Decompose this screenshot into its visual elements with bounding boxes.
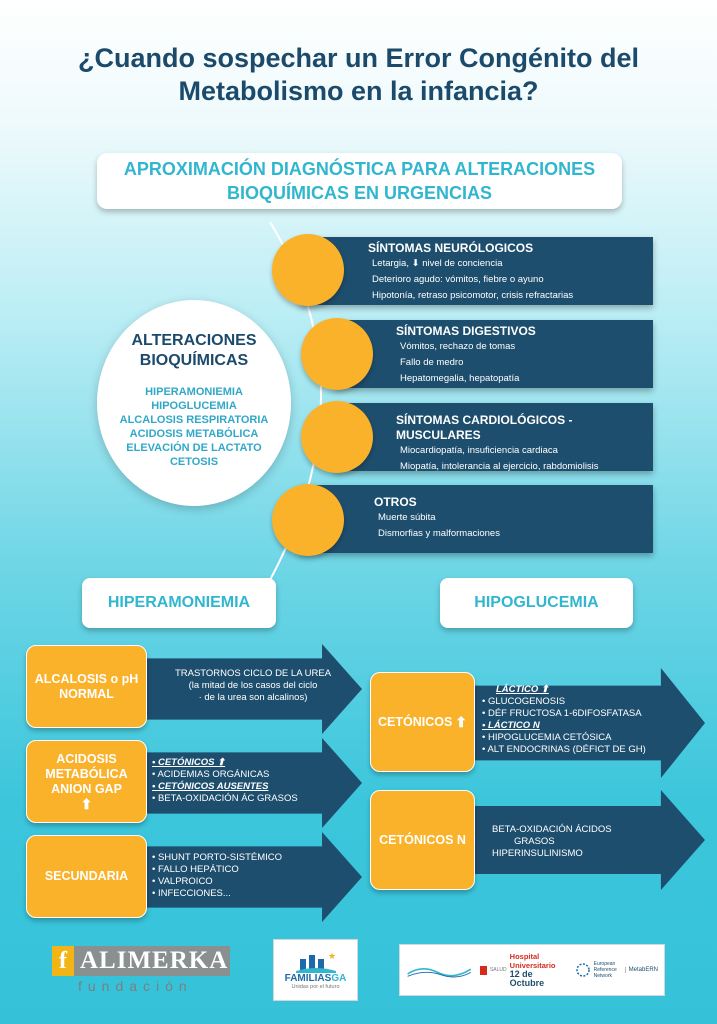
alimerka-sub: fundación [78,978,193,994]
svg-text:★: ★ [328,951,336,961]
circle-item: CETOSIS [169,456,219,468]
arrow-urea-text: TRASTORNOS CICLO DE LA UREA (la mitad de… [168,668,338,704]
arrow-cetonicos-n [460,790,705,890]
arrow-line: LÁCTICO ⬆ [496,684,549,695]
symptom-item: Muerte súbita [378,512,436,523]
familias-name: FAMILIAS [284,972,332,984]
up-arrow-icon: ⬆ [80,795,93,812]
box-label: SECUNDARIA [44,869,129,883]
symptom-item: Miocardiopatía, insuficiencia cardiaca [400,445,558,456]
symptom-box-neuro: SÍNTOMAS NEURÓLOGICOS Letargia, ⬇ nivel … [300,237,653,305]
arrow-line: DÉF FRUCTOSA 1-6DIFOSFATASA [482,708,672,720]
arrow-line: FALLO HEPÁTICO [152,864,332,876]
circle-item: ELEVACIÓN DE LACTATO [126,442,262,454]
box-secundaria: SECUNDARIA [26,835,147,918]
arrow-line: SHUNT PORTO-SISTÉMICO [152,852,332,864]
circle-list: HIPERAMONIEMIA HIPOGLUCEMIA ALCALOSIS RE… [97,385,291,469]
hospital-name-2: 12 de Octubre [509,969,545,988]
bullet-dot [301,318,373,390]
arrow-line: GRASOS [514,836,555,847]
familias-logo: ★ FAMILIASGA Unidas por el futuro [273,939,358,1001]
arrow-line: TRASTORNOS CICLO DE LA UREA [174,668,332,679]
section-header-hipoglucemia: HIPOGLUCEMIA [440,578,633,628]
arrow-line: BETA-OXIDACIÓN ÁC GRASOS [152,793,332,805]
symptom-item: Deterioro agudo: vómitos, fiebre o ayuno [372,274,544,285]
arrow-line: CETÓNICOS AUSENTES [152,781,332,793]
ern-text: European Reference Network [593,961,617,979]
symptom-title: SÍNTOMAS DIGESTIVOS [396,324,536,338]
partners-logo: SALUD Hospital Universitario 12 de Octub… [399,944,665,996]
arrow-cetonicos-text: LÁCTICO ⬆ GLUCOGENOSIS DÉF FRUCTOSA 1-6D… [482,684,672,756]
circle-item: HIPOGLUCEMIA [151,400,237,412]
arrow-line: ALT ENDOCRINAS (DÉFICT DE GH) [482,744,672,756]
alimerka-logo: f ALIMERKA fundación [52,946,230,996]
partner-graphic-icon [407,968,472,978]
symptom-item: Miopatía, intolerancia al ejercicio, rab… [400,461,599,472]
symptom-box-digestive: SÍNTOMAS DIGESTIVOS Vómitos, rechazo de … [334,320,653,388]
arrow-urea [140,644,362,734]
familias-tag: Unidas por el futuro [291,983,340,990]
hospital-name: Hospital Universitario [509,952,556,970]
arrow-cetonicos-n-text: BETA-OXIDACIÓN ÁCIDOS GRASOS HIPERINSULI… [492,824,662,860]
box-cetonicos: CETÓNICOS ⬆ [370,672,475,772]
arrow-line: HIPERINSULINISMO [492,848,583,859]
symptom-item: Hepatomegalia, hepatopatía [400,373,520,384]
symptom-item: Hipotonía, retraso psicomotor, crisis re… [372,290,574,301]
familias-suffix: GA [331,972,347,984]
symptom-item: Dismorfias y malformaciones [378,528,500,539]
familias-icon: ★ [295,951,336,973]
arrow-line: GLUCOGENOSIS [482,696,672,708]
circle-item: ACIDOSIS METABÓLICA [129,428,259,440]
subtitle-banner: APROXIMACIÓN DIAGNÓSTICA PARA ALTERACION… [97,153,622,209]
box-label: ACIDOSIS METABÓLICA ANION GAP [45,751,128,796]
box-label: ALCALOSIS o pH NORMAL [34,671,139,701]
ern-icon [575,963,590,977]
box-alcalosis: ALCALOSIS o pH NORMAL [26,645,147,728]
subtitle-text: APROXIMACIÓN DIAGNÓSTICA PARA ALTERACION… [123,159,596,203]
arrow-line: BETA-OXIDACIÓN ÁCIDOS [492,824,612,835]
symptom-box-other: OTROS Muerte súbita Dismorfias y malform… [300,485,653,553]
symptom-item: Vómitos, rechazo de tomas [400,341,516,352]
box-label: CETÓNICOS N [379,832,466,847]
circle-item: ALCALOSIS RESPIRATORIA [119,414,269,426]
symptom-title: SÍNTOMAS NEURÓLOGICOS [368,241,534,255]
biochem-circle: ALTERACIONES BIOQUÍMICAS HIPERAMONIEMIA … [97,300,291,506]
bullet-dot [272,484,344,556]
box-acidosis: ACIDOSIS METABÓLICA ANION GAP ⬆ [26,740,147,823]
hospital-prefix: SALUD [489,967,507,973]
alimerka-name: ALIMERKA [80,947,229,974]
metab-text: MetabERN [624,967,658,973]
up-arrow-icon: ⬆ [455,713,468,730]
arrow-line: (la mitad de los casos del ciclo [188,680,318,691]
arrow-acidosis-text: CETÓNICOS ⬆ ACIDEMIAS ORGÁNICAS CETÓNICO… [152,757,332,805]
symptom-title: OTROS [374,495,417,509]
symptom-item: Fallo de medro [400,357,464,368]
alimerka-f-icon: f [52,946,74,976]
bullet-dot [301,401,373,473]
arrow-line: INFECCIONES... [152,888,332,900]
section-header-hiperamoniemia: HIPERAMONIEMIA [82,578,276,628]
arrow-line: HIPOGLUCEMIA CETÓSICA [482,732,672,744]
box-cetonicos-n: CETÓNICOS N [370,790,475,890]
page-title: ¿Cuando sospechar un Error Congénito del… [77,43,640,106]
symptom-title: SÍNTOMAS CARDIOLÓGICOS - MUSCULARES [396,413,573,442]
symptom-box-cardio: SÍNTOMAS CARDIOLÓGICOS - MUSCULARES Mioc… [334,403,653,472]
symptom-item: Letargia, ⬇ nivel de conciencia [372,258,503,269]
arrow-line: VALPROICO [152,876,332,888]
arrow-line: ACIDEMIAS ORGÁNICAS [152,769,332,781]
arrow-line: · de la urea son alcalinos) [198,692,308,703]
arrow-secundaria-text: SHUNT PORTO-SISTÉMICO FALLO HEPÁTICO VAL… [152,852,332,900]
circle-item: HIPERAMONIEMIA [145,386,243,398]
hospital-icon [480,965,487,975]
arrow-line: LÁCTICO N [482,720,672,732]
circle-title: ALTERACIONES BIOQUÍMICAS [131,332,257,369]
bullet-dot [272,234,344,306]
arrow-line: CETÓNICOS ⬆ [152,757,332,769]
box-label: CETÓNICOS [377,714,453,729]
